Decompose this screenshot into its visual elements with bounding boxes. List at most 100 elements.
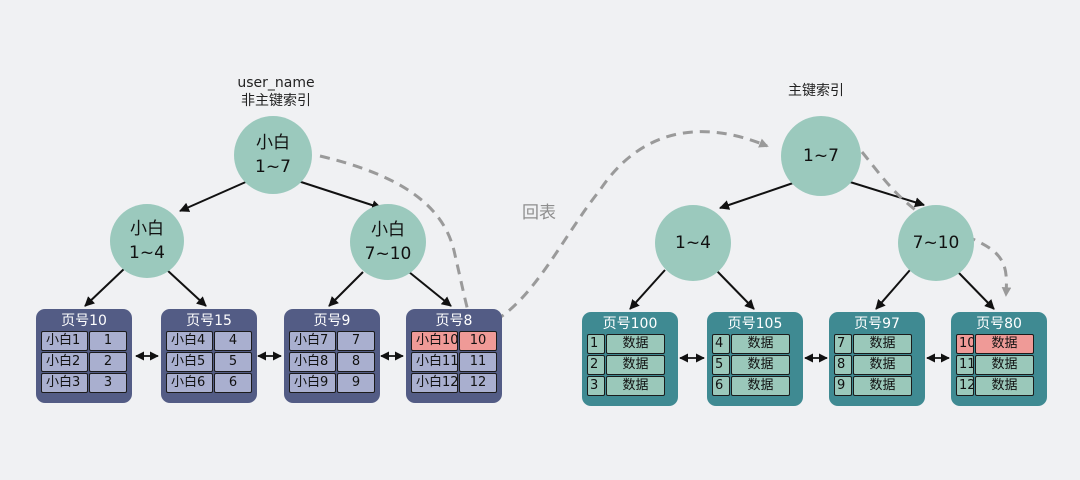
secondary-search-path [319,154,472,319]
cell-name: 小白4 [166,331,213,351]
primary-left-node: 1~4 [655,205,731,281]
cell-id: 1 [88,331,127,351]
secondary-right-node: 小白 7~10 [350,204,426,280]
cell-data: 数据 [853,334,912,354]
cell-data: 数据 [731,334,790,354]
edge-pright-page80 [957,271,995,310]
cell-id: 2 [88,352,127,372]
cell-data: 数据 [975,355,1034,375]
cell-id: 7 [834,334,852,354]
cell-id: 6 [712,376,730,396]
secondary-left-node: 小白 1~4 [110,204,184,278]
page-title: 页号97 [854,316,900,332]
secondary-index-title: user_name 非主键索引 [196,74,356,110]
page-title: 页号105 [727,316,783,332]
cell-id: 2 [587,355,605,375]
node-range: 7~10 [364,244,412,264]
node-range: 1~7 [255,157,291,177]
lookup-label: 回表 [522,203,556,223]
page-title: 页号9 [313,313,351,329]
cell-data: 数据 [731,376,790,396]
page-title: 页号15 [186,313,232,329]
edge-left-page15 [166,269,207,307]
cell-id: 4 [213,331,252,351]
cell-id: 9 [336,373,375,393]
cell-id: 12 [956,376,974,396]
cell-name: 小白2 [41,352,88,372]
cell-id: 7 [336,331,375,351]
secondary-index-title-line2: 非主键索引 [241,93,311,109]
node-range: 1~4 [129,243,165,263]
cell-name: 小白3 [41,373,88,393]
cell-id: 5 [712,355,730,375]
cell-id: 4 [712,334,730,354]
cell-name: 小白7 [289,331,336,351]
edge-root-right [297,180,382,210]
cell-id: 9 [834,376,852,396]
cell-id-highlighted: 10 [956,334,974,354]
cell-name: 小白11 [411,352,458,372]
cell-data: 数据 [975,376,1034,396]
node-label: 小白 [371,220,405,240]
cell-name: 小白12 [411,373,458,393]
cell-data: 数据 [606,334,665,354]
primary-root-node: 1~7 [781,116,861,196]
cell-id: 5 [213,352,252,372]
edge-right-page8 [408,271,452,307]
secondary-index-title-line1: user_name [237,75,315,91]
node-label: 小白 [256,133,290,153]
cell-data-highlighted: 数据 [975,334,1034,354]
cell-name: 小白9 [289,373,336,393]
cell-name: 小白6 [166,373,213,393]
cell-name: 小白8 [289,352,336,372]
primary-index-title: 主键索引 [788,83,844,99]
primary-right-node: 7~10 [898,205,974,281]
page-title: 页号8 [435,313,473,329]
edge-pleft-page105 [715,269,755,310]
node-label: 小白 [130,219,164,239]
cell-id-highlighted: 10 [458,331,497,351]
secondary-root-node: 小白 1~7 [234,116,312,194]
cell-id: 3 [587,376,605,396]
cell-id: 1 [587,334,605,354]
node-range: 1~4 [675,233,711,253]
cell-data: 数据 [853,355,912,375]
cell-id: 11 [956,355,974,375]
edge-pleft-page100 [629,269,666,310]
edge-root-left [179,180,249,212]
page-title: 页号80 [976,316,1022,332]
cell-id: 11 [458,352,497,372]
cell-name: 小白1 [41,331,88,351]
lookup-path [479,130,769,330]
page-title: 页号10 [61,313,107,329]
node-range: 7~10 [912,233,960,253]
edge-right-page9 [328,271,364,307]
cell-name: 小白5 [166,352,213,372]
